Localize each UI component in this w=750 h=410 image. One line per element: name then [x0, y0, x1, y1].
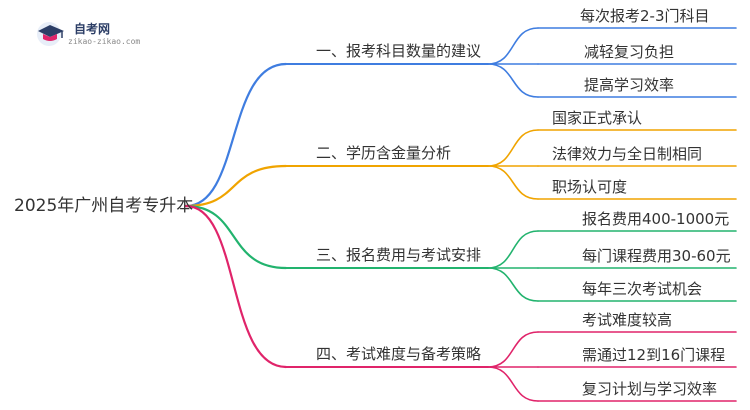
- branch-node[interactable]: 一、报考科目数量的建议: [316, 42, 482, 60]
- leaf-connector: [487, 366, 539, 402]
- leaf-node[interactable]: 职场认可度: [552, 178, 628, 196]
- leaf-node[interactable]: 每年三次考试机会: [582, 280, 703, 298]
- branch-node[interactable]: 四、考试难度与备考策略: [316, 345, 482, 363]
- branch-node[interactable]: 三、报名费用与考试安排: [316, 246, 482, 264]
- leaf-node[interactable]: 提高学习效率: [584, 76, 675, 94]
- logo-title: 自考网: [74, 22, 111, 36]
- leaf-node[interactable]: 复习计划与学习效率: [582, 380, 718, 398]
- leaf-connector: [487, 331, 539, 368]
- leaf-connector: [487, 63, 539, 98]
- graduation-cap-icon: [37, 22, 64, 46]
- leaf-node[interactable]: 每次报考2-3门科目: [580, 7, 710, 25]
- leaf-connector: [487, 267, 539, 302]
- leaf-node[interactable]: 国家正式承认: [552, 109, 643, 127]
- leaf-connector: [487, 230, 539, 269]
- leaf-node[interactable]: 减轻复习负担: [584, 43, 675, 61]
- leaf-node[interactable]: 每门课程费用30-60元: [582, 247, 731, 265]
- site-logo[interactable]: 自考网 zikao-zikao.com: [34, 18, 144, 52]
- logo-url: zikao-zikao.com: [68, 37, 141, 46]
- root-connector: [184, 204, 288, 369]
- root-connector: [184, 62, 288, 208]
- leaf-connector: [487, 27, 539, 65]
- branch-node[interactable]: 二、学历含金量分析: [316, 144, 452, 162]
- leaf-node[interactable]: 需通过12到16门课程: [582, 346, 726, 364]
- leaf-node[interactable]: 考试难度较高: [582, 311, 673, 329]
- root-node[interactable]: 2025年广州自考专升本: [14, 196, 194, 216]
- leaf-connector: [487, 129, 539, 167]
- root-connector: [184, 164, 288, 208]
- root-connector: [184, 204, 288, 270]
- leaf-node[interactable]: 法律效力与全日制相同: [552, 145, 703, 163]
- leaf-node[interactable]: 报名费用400-1000元: [582, 210, 730, 228]
- leaf-connector: [487, 165, 539, 200]
